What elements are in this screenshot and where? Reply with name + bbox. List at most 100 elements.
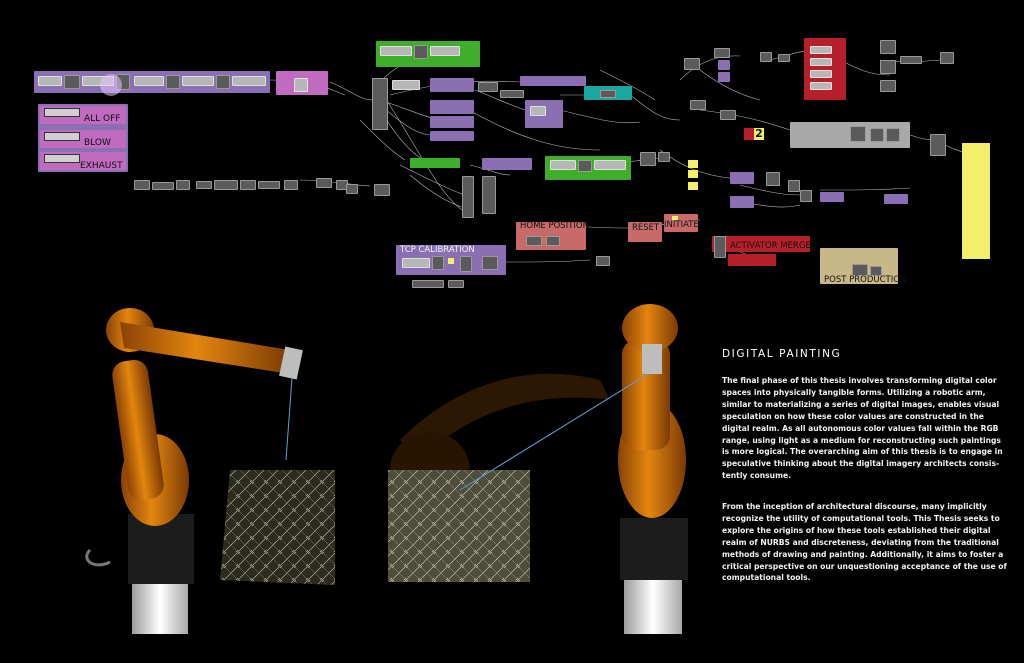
node[interactable] (530, 106, 546, 116)
yellow-panel-small[interactable] (688, 170, 698, 178)
node[interactable] (640, 152, 656, 166)
node[interactable] (196, 181, 212, 189)
toggle-indicator (672, 216, 678, 220)
node[interactable] (346, 184, 358, 194)
node[interactable] (810, 70, 832, 78)
middle-purple-group-2[interactable] (430, 100, 474, 114)
right-robot-base (620, 518, 688, 580)
node[interactable] (64, 75, 80, 89)
node[interactable] (134, 180, 150, 190)
yellow-panel-small[interactable] (688, 182, 698, 190)
node[interactable] (284, 180, 298, 190)
node[interactable] (412, 280, 444, 288)
center-green-group[interactable] (410, 158, 460, 168)
node[interactable] (294, 78, 308, 92)
node[interactable] (258, 181, 280, 189)
middle-purple-group-1[interactable] (430, 78, 474, 92)
node[interactable] (240, 180, 256, 190)
yellow-panel-small[interactable] (688, 160, 698, 168)
node[interactable] (316, 178, 332, 188)
node[interactable] (176, 180, 190, 190)
activator-sub-group[interactable] (728, 254, 776, 266)
node[interactable] (714, 48, 730, 58)
node[interactable] (482, 256, 498, 270)
node[interactable] (900, 56, 922, 64)
node[interactable] (182, 76, 214, 86)
node[interactable] (478, 82, 498, 92)
right-purple-group-2[interactable] (730, 196, 754, 208)
node[interactable] (940, 52, 954, 64)
node[interactable] (374, 184, 390, 196)
middle-purple-group-4[interactable] (430, 131, 474, 141)
output-panel[interactable] (962, 143, 990, 259)
all-off-slider[interactable] (44, 108, 80, 117)
node[interactable] (800, 190, 812, 202)
node[interactable] (852, 264, 868, 276)
node[interactable] (578, 160, 592, 172)
node[interactable] (166, 75, 180, 89)
node[interactable] (392, 80, 420, 90)
node[interactable] (594, 160, 626, 170)
node[interactable] (134, 76, 164, 86)
node[interactable] (600, 90, 616, 98)
node[interactable] (880, 80, 896, 92)
center-purple-group[interactable] (482, 158, 532, 170)
node[interactable] (414, 45, 428, 59)
node[interactable] (684, 58, 700, 70)
left-light-painting (220, 470, 335, 585)
node[interactable] (778, 54, 790, 62)
node[interactable] (216, 75, 230, 89)
node[interactable] (482, 176, 496, 214)
node[interactable] (38, 76, 62, 86)
node[interactable] (690, 100, 706, 110)
node[interactable] (658, 152, 670, 162)
node[interactable] (880, 60, 896, 74)
node[interactable] (930, 134, 946, 156)
upper-purple-group-1[interactable] (718, 60, 730, 70)
right-purple-group-1[interactable] (730, 172, 754, 184)
node[interactable] (232, 76, 266, 86)
node[interactable] (430, 46, 460, 56)
middle-purple-group-5[interactable] (520, 76, 586, 86)
middle-purple-group-3[interactable] (430, 116, 474, 128)
node[interactable] (870, 128, 884, 142)
exhaust-slider[interactable] (44, 154, 80, 163)
right-purple-group-3[interactable] (820, 192, 844, 202)
node[interactable] (462, 176, 474, 218)
node[interactable] (720, 110, 736, 120)
node[interactable] (870, 266, 882, 276)
node[interactable] (850, 126, 866, 142)
node[interactable] (152, 182, 174, 190)
left-robot-arm (85, 308, 303, 634)
node[interactable] (766, 172, 780, 186)
node[interactable] (546, 236, 560, 246)
left-robot-base (128, 514, 194, 584)
node[interactable] (432, 256, 444, 270)
yellow-panel-small[interactable] (448, 258, 454, 264)
node[interactable] (380, 46, 412, 56)
node[interactable] (500, 90, 524, 98)
node[interactable] (460, 256, 472, 272)
node-graph-canvas[interactable]: ALL OFF BLOW EXHAUST (0, 0, 1024, 300)
activator-merged-group[interactable] (712, 236, 810, 252)
right-purple-group-4[interactable] (884, 194, 908, 204)
node[interactable] (810, 58, 832, 66)
node[interactable] (596, 256, 610, 266)
node[interactable] (886, 128, 900, 142)
node[interactable] (550, 160, 576, 170)
node[interactable] (372, 78, 388, 130)
node[interactable] (810, 46, 832, 54)
node[interactable] (880, 40, 896, 54)
node[interactable] (788, 180, 800, 192)
panel-number-badge (744, 128, 754, 140)
blow-slider[interactable] (44, 132, 80, 141)
upper-purple-group-2[interactable] (718, 72, 730, 82)
node[interactable] (214, 180, 238, 190)
reset-group[interactable] (628, 222, 662, 242)
node[interactable] (448, 280, 464, 288)
node[interactable] (760, 52, 772, 62)
node[interactable] (402, 258, 430, 268)
node[interactable] (714, 236, 726, 258)
node[interactable] (526, 236, 542, 246)
node[interactable] (810, 82, 832, 90)
